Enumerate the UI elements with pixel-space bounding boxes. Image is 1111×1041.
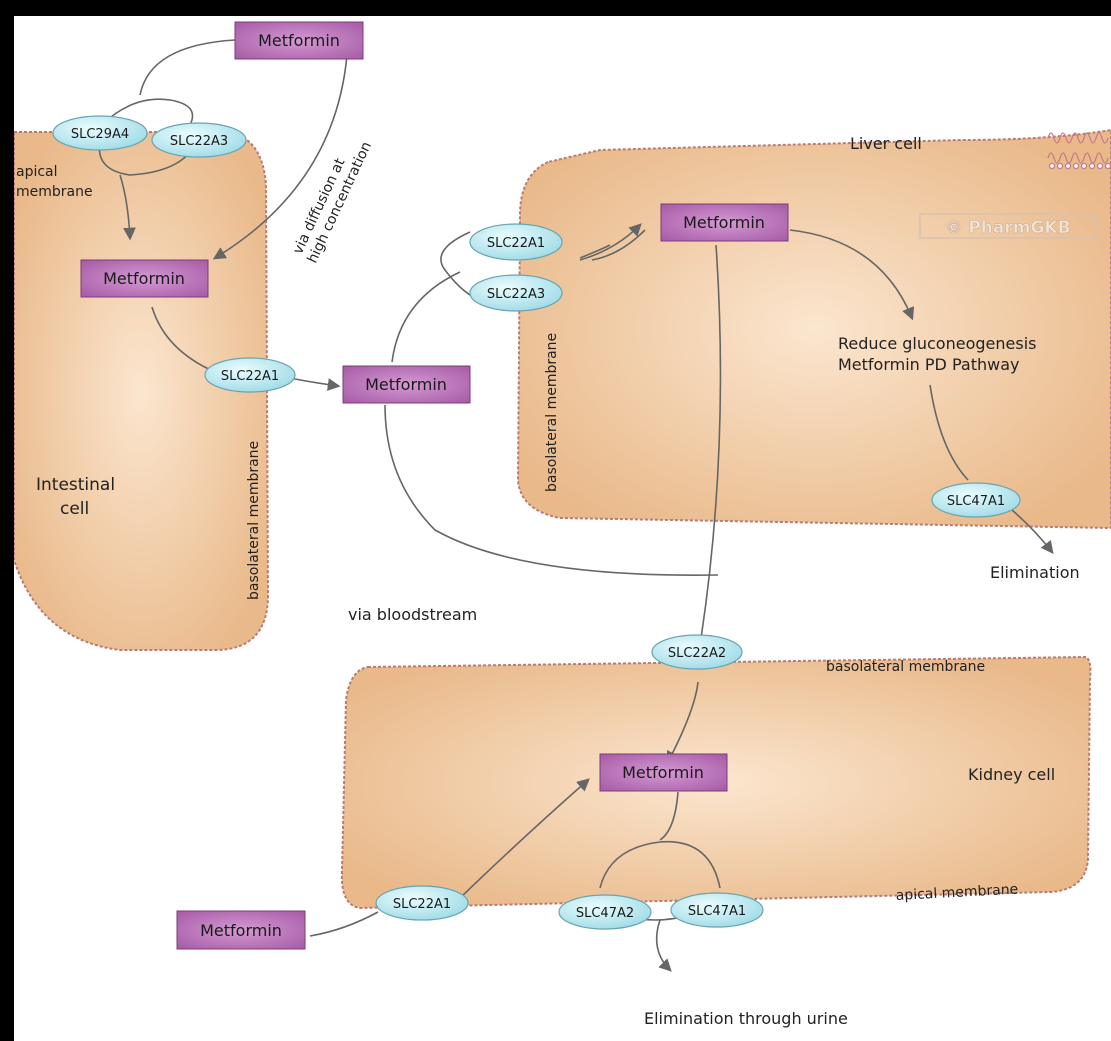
intestinal-cell xyxy=(14,131,270,651)
transporter-slc22a3-intestinal: SLC22A3 xyxy=(151,122,247,158)
transporter-slc22a3-liver: SLC22A3 xyxy=(469,274,563,312)
intestinal-basolateral-label: basolateral membrane xyxy=(246,441,262,600)
effect-label: Reduce gluconeogenesis Metformin PD Path… xyxy=(838,334,1042,374)
transporter-slc22a1-kidney: SLC22A1 xyxy=(375,885,469,921)
svg-text:© PharmGKB: © PharmGKB xyxy=(945,218,1070,238)
bloodstream-label: via bloodstream xyxy=(348,605,477,624)
transporter-slc47a1-liver: SLC47A1 xyxy=(931,482,1021,518)
svg-text:SLC47A1: SLC47A1 xyxy=(947,494,1005,509)
liver-cell-label: Liver cell xyxy=(850,134,922,153)
svg-text:SLC22A2: SLC22A2 xyxy=(668,646,726,661)
metformin-box-liver: Metformin xyxy=(660,203,789,242)
label-line: membrane xyxy=(16,184,93,200)
transporter-slc22a2: SLC22A2 xyxy=(651,634,743,670)
metformin-label: Metformin xyxy=(365,375,447,394)
svg-text:SLC22A1: SLC22A1 xyxy=(487,236,545,251)
membrane-icon xyxy=(1047,132,1111,170)
metformin-box-top: Metformin xyxy=(234,21,364,60)
svg-text:SLC47A1: SLC47A1 xyxy=(688,904,746,919)
metformin-pathway-svg: Metformin Metformin Metformin Metformin … xyxy=(14,21,1111,1028)
metformin-box-kidney: Metformin xyxy=(599,753,728,792)
svg-text:SLC47A2: SLC47A2 xyxy=(576,906,634,921)
kidney-basolateral-label: basolateral membrane xyxy=(826,659,985,675)
svg-text:SLC29A4: SLC29A4 xyxy=(71,127,129,142)
label-line: apical xyxy=(16,164,58,180)
transporter-slc29a4: SLC29A4 xyxy=(52,115,148,151)
svg-text:SLC22A1: SLC22A1 xyxy=(221,369,279,384)
diffusion-label: via diffusion at high concentration xyxy=(289,132,375,266)
metformin-label: Metformin xyxy=(683,213,765,232)
svg-text:SLC22A1: SLC22A1 xyxy=(393,897,451,912)
metformin-box-blood: Metformin xyxy=(342,365,471,404)
metformin-label: Metformin xyxy=(258,31,340,50)
intestinal-cell-label: Intestinal cell xyxy=(36,475,120,519)
transporter-slc47a2: SLC47A2 xyxy=(558,894,652,930)
diagram-frame: Metformin Metformin Metformin Metformin … xyxy=(14,16,1111,1041)
kidney-apical-label: apical membrane xyxy=(895,882,1018,904)
svg-text:SLC22A3: SLC22A3 xyxy=(487,287,545,302)
transporter-slc22a1-liver: SLC22A1 xyxy=(469,223,563,261)
transporter-slc22a1-intestinal: SLC22A1 xyxy=(204,357,296,393)
urine-elimination-label: Elimination through urine xyxy=(644,1009,848,1028)
liver-cell xyxy=(516,128,1111,530)
svg-text:SLC22A3: SLC22A3 xyxy=(170,134,228,149)
transporter-slc47a1-kidney: SLC47A1 xyxy=(670,892,764,928)
liver-basolateral-label: basolateral membrane xyxy=(544,333,560,492)
metformin-label: Metformin xyxy=(622,763,704,782)
metformin-label: Metformin xyxy=(200,921,282,940)
pharmgkb-watermark: © PharmGKB xyxy=(919,213,1097,239)
metformin-box-bottom: Metformin xyxy=(176,910,306,950)
intestinal-apical-membrane-label: apical membrane xyxy=(16,164,93,200)
liver-elimination-label: Elimination xyxy=(990,563,1080,582)
metformin-box-intestinal: Metformin xyxy=(80,259,209,298)
metformin-label: Metformin xyxy=(103,269,185,288)
kidney-cell-label: Kidney cell xyxy=(968,765,1055,784)
